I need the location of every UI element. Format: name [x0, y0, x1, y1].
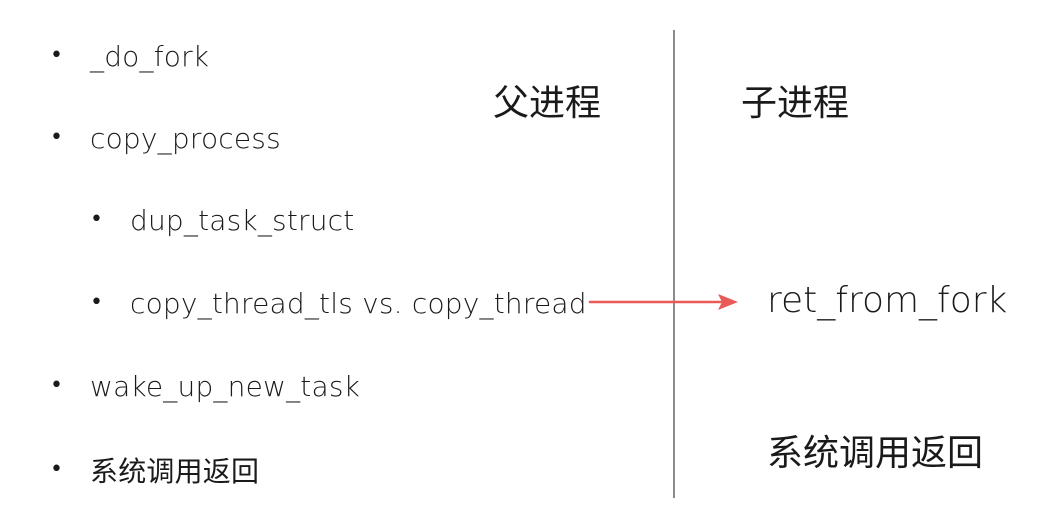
child-syscall-return-label: 系统调用返回 — [767, 433, 984, 474]
list-item-label: copy_process — [90, 121, 281, 155]
list-item-syscall-return: • 系统调用返回 — [50, 450, 259, 490]
bullet-dot: • — [90, 290, 103, 315]
list-item-label: dup_task_struct — [130, 203, 355, 237]
list-item-copy-thread: • copy_thread_tls vs. copy_thread — [90, 283, 587, 323]
list-item-label: 系统调用返回 — [90, 455, 260, 488]
bullet-dot: • — [50, 457, 63, 482]
bullet-dot: • — [90, 207, 103, 232]
list-item-label: _do_fork — [90, 39, 210, 73]
bullet-dot: • — [50, 373, 63, 398]
list-item-dup-task-struct: • dup_task_struct — [90, 200, 354, 240]
bullet-dot: • — [50, 43, 63, 68]
list-item-do-fork: • _do_fork — [50, 36, 209, 76]
bullet-dot: • — [50, 125, 63, 150]
list-item-label: copy_thread_tls vs. copy_thread — [130, 286, 587, 320]
ret-from-fork-label: ret_from_fork — [767, 280, 1008, 321]
list-item-label: wake_up_new_task — [90, 369, 361, 403]
child-process-heading: 子进程 — [741, 83, 850, 124]
arrow-right-icon — [588, 294, 738, 310]
vertical-divider — [673, 30, 675, 498]
list-item-copy-process: • copy_process — [50, 118, 281, 158]
list-item-wake-up-new-task: • wake_up_new_task — [50, 366, 360, 406]
parent-process-heading: 父进程 — [493, 83, 602, 124]
